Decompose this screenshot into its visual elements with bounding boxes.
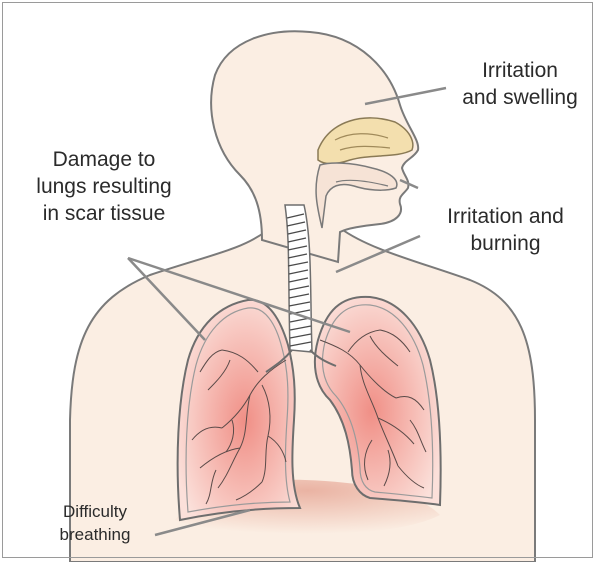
- label-line: Irritation: [445, 57, 595, 84]
- label-line: Damage to: [4, 146, 204, 173]
- label-lung-damage: Damage to lungs resulting in scar tissue: [4, 146, 204, 227]
- label-line: Difficulty: [20, 500, 170, 523]
- label-line: burning: [418, 230, 593, 257]
- label-line: in scar tissue: [4, 200, 204, 227]
- label-line: breathing: [20, 523, 170, 546]
- label-line: lungs resulting: [4, 173, 204, 200]
- label-irritation-swelling: Irritation and swelling: [445, 57, 595, 111]
- label-line: and swelling: [445, 84, 595, 111]
- label-difficulty-breathing: Difficulty breathing: [20, 500, 170, 546]
- label-line: Irritation and: [418, 203, 593, 230]
- label-irritation-burning: Irritation and burning: [418, 203, 593, 257]
